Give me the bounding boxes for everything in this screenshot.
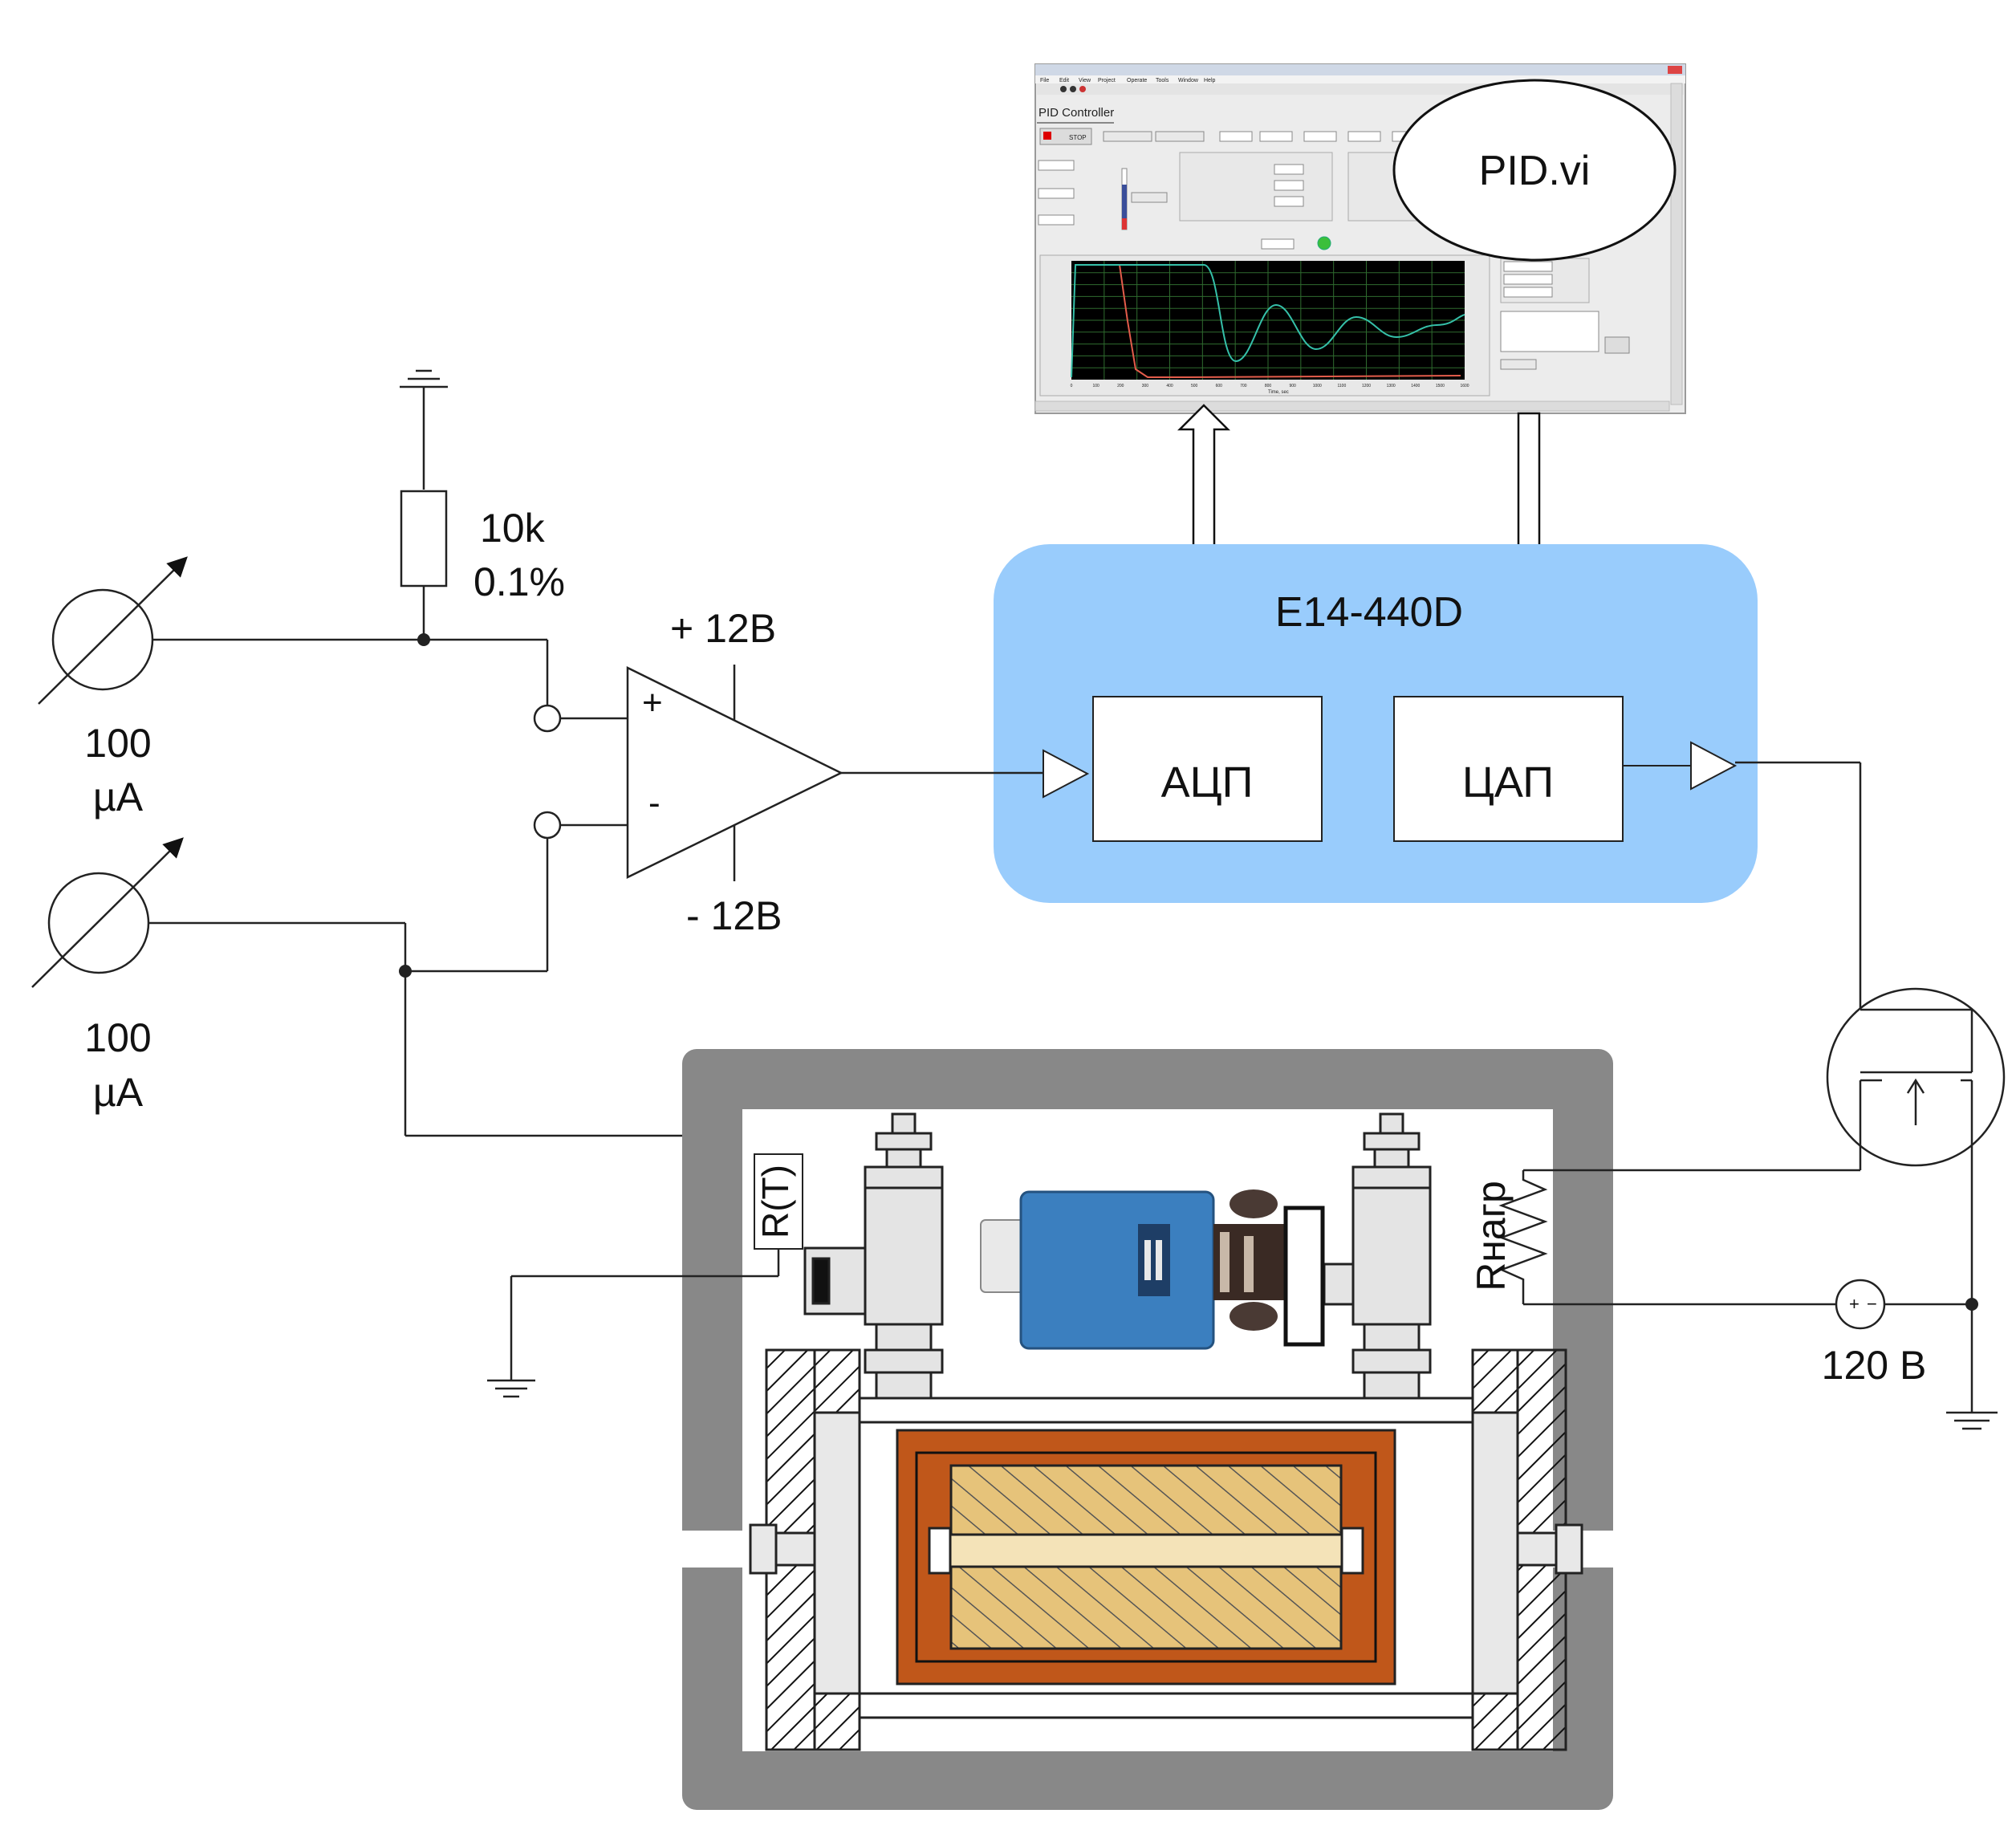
graph-x-tick: 800: [1265, 384, 1272, 388]
graph-x-tick: 1100: [1337, 384, 1346, 388]
adc-label: АЦП: [1161, 758, 1254, 807]
td-input[interactable]: [1274, 196, 1304, 207]
pid-gains-panel: [1179, 152, 1333, 222]
source2-unit-label: µA: [93, 1070, 144, 1115]
vertical-scrollbar[interactable]: [1670, 83, 1683, 405]
current-source-2: [31, 837, 184, 988]
supply-plus-label: +: [1849, 1294, 1860, 1314]
opamp-plus-input-label: +: [642, 683, 663, 722]
opamp-plus-supply-label: + 12В: [670, 606, 776, 651]
graph-x-tick: 1400: [1411, 384, 1420, 388]
graph-x-tick: 0: [1071, 384, 1073, 388]
right-circuit: [1498, 761, 2006, 1430]
heater-label: Rнагр: [1469, 1181, 1514, 1291]
right-valve: [1323, 1112, 1432, 1400]
menu-bar: File Edit View Project Operate Tools Window Hel…: [1040, 78, 1216, 83]
menu-item-edit[interactable]: Edit: [1059, 78, 1069, 83]
opamp-minus-input-label: -: [648, 783, 660, 823]
window-panel-title: PID Controller: [1038, 106, 1114, 120]
pressure-sensor: [980, 1189, 1325, 1350]
graph-x-tick: 200: [1117, 384, 1124, 388]
dac-label: ЦАП: [1462, 758, 1554, 807]
graph-x-ticks: 0 100 200 300 400 500 600 700 800 900 1000 1100 1200…: [1071, 384, 1469, 388]
graph-palette-button[interactable]: [1500, 359, 1537, 370]
sensor-ground-wire: [487, 1249, 780, 1398]
graph-x-tick: 300: [1142, 384, 1149, 388]
cursor-move-icon[interactable]: [1604, 336, 1630, 354]
graph-x-tick: 400: [1166, 384, 1173, 388]
graph-x-tick: 1500: [1436, 384, 1445, 388]
power-trace: [1119, 264, 1461, 378]
supply-minus-label: −: [1867, 1294, 1877, 1314]
stop-button[interactable]: [1039, 128, 1092, 145]
supply-voltage-label: 120 В: [1822, 1343, 1927, 1388]
graph-x-tick: 600: [1216, 384, 1223, 388]
pid-vi-bubble: PID.vi: [1392, 79, 1677, 262]
run-arrow-icon[interactable]: [1060, 86, 1067, 92]
daq-box: E14-440D АЦП ЦАП: [994, 544, 1758, 903]
graph-x-tick: 1000: [1313, 384, 1322, 388]
pid-vi-label: PID.vi: [1479, 148, 1591, 194]
menu-item-file[interactable]: File: [1040, 78, 1049, 83]
graph-x-tick: 1200: [1362, 384, 1371, 388]
graph-x-tick: 100: [1092, 384, 1099, 388]
menu-item-window[interactable]: Window: [1178, 78, 1199, 83]
horizontal-scrollbar[interactable]: [1034, 401, 1670, 412]
graph-grid: [1071, 261, 1465, 380]
source2-value-label: 100: [84, 1015, 151, 1060]
opamp-minus-supply-label: - 12В: [686, 893, 782, 938]
graph-x-tick: 500: [1191, 384, 1198, 388]
supply-120v: [1835, 1279, 1886, 1330]
graph-x-tick: 700: [1240, 384, 1247, 388]
stop-icon: [1043, 132, 1051, 140]
resistor-tolerance-label: 0.1%: [474, 559, 565, 604]
power-transistor: [1826, 987, 2006, 1167]
rt-sensor-label: R(T): [754, 1165, 796, 1238]
cursor-table[interactable]: [1500, 311, 1599, 352]
daq-title: E14-440D: [1275, 589, 1463, 636]
menu-item-operate[interactable]: Operate: [1127, 78, 1147, 83]
source1-value-label: 100: [84, 721, 151, 766]
graph-x-tick: 1300: [1387, 384, 1396, 388]
sample-holder: [749, 1348, 1583, 1751]
menu-item-tools[interactable]: Tools: [1156, 78, 1169, 83]
kc-input[interactable]: [1274, 164, 1304, 175]
left-valve: [803, 1112, 944, 1400]
graph-xlabel: Time, sec: [1268, 390, 1289, 395]
window-titlebar: [1035, 64, 1685, 75]
left-circuit: [148, 369, 1043, 1154]
window-close-icon[interactable]: [1668, 66, 1682, 74]
graph-x-tick: 1600: [1460, 384, 1469, 388]
junction-dot: [399, 965, 412, 978]
junction-dot: [1965, 1298, 1978, 1311]
run-continuous-icon[interactable]: [1070, 86, 1076, 92]
adc-block: [1092, 696, 1323, 842]
resistor-value-label: 10k: [480, 506, 546, 551]
graph-x-tick: 900: [1289, 384, 1296, 388]
take-setpoint-led[interactable]: [1317, 236, 1331, 250]
heater-resistor-symbol: [1498, 1170, 1548, 1304]
stop-button-label: STOP: [1069, 134, 1087, 141]
abort-icon[interactable]: [1079, 86, 1086, 92]
temperature-trace: [1071, 264, 1465, 378]
source1-unit-label: µA: [93, 775, 144, 819]
window-menubar: [1035, 75, 1685, 83]
sample-rod: [931, 1533, 1361, 1568]
menu-item-view[interactable]: View: [1079, 78, 1091, 83]
current-source-1: [38, 556, 188, 705]
menu-item-help[interactable]: Help: [1204, 78, 1216, 83]
dac-block: [1393, 696, 1624, 842]
junction-dot: [417, 633, 430, 646]
rt-sensor: R(T): [754, 1153, 803, 1250]
reference-resistor: [400, 490, 448, 588]
menu-item-project[interactable]: Project: [1098, 78, 1116, 83]
ti-input[interactable]: [1274, 180, 1304, 191]
